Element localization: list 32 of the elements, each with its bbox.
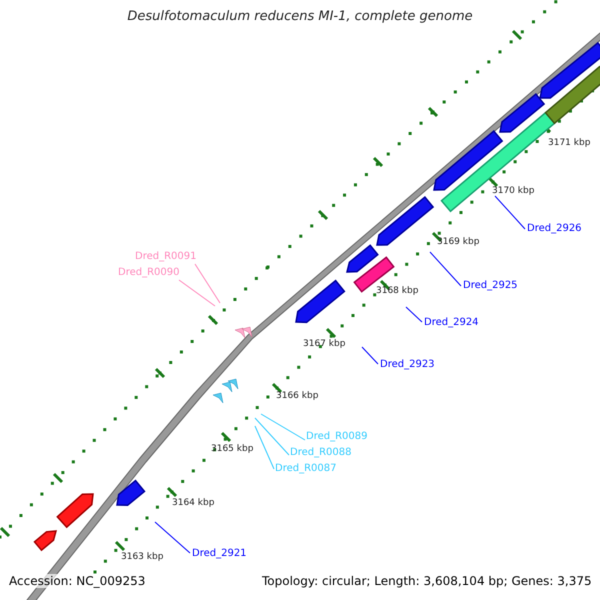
tick-label: 3171 kbp (548, 138, 590, 148)
gene-label: Dred_2926 (527, 223, 582, 234)
leader-line (362, 346, 378, 364)
leader-line (254, 426, 274, 470)
gene-label: Dred_R0089 (306, 431, 368, 442)
tick-label: 3165 kbp (211, 444, 254, 454)
gene-label: Dred_R0088 (290, 447, 352, 458)
tick-label: 3166 kbp (276, 391, 318, 401)
leader-line (430, 252, 462, 286)
gene-label: Dred_2924 (424, 317, 479, 328)
tick-label: 3167 kbp (303, 339, 346, 349)
gene-label: Dred_2921 (192, 548, 247, 559)
tick-label: 3168 kbp (376, 286, 418, 296)
tick-label: 3170 kbp (492, 186, 534, 196)
genome-summary: Topology: circular; Length: 3,608,104 bp; Genes: 3,375 (262, 574, 592, 588)
diagram-title: Desulfotomaculum reducens MI-1, complete genome (126, 9, 474, 24)
accession-text: Accession: NC_009253 (9, 574, 146, 588)
gene-label: Dred_R0090 (118, 267, 180, 278)
tick-label: 3163 kbp (121, 552, 164, 562)
gene-label: Dred_2925 (463, 280, 518, 291)
gene-label: Dred_R0087 (275, 463, 336, 474)
tick-label: 3169 kbp (437, 237, 480, 247)
leader-line (406, 306, 422, 322)
leader-line (254, 418, 290, 456)
leader-line (178, 280, 216, 306)
gene-label: Dred_2923 (380, 359, 435, 370)
tick-label: 3164 kbp (172, 498, 214, 508)
leader-line (260, 414, 306, 440)
gene-label: Dred_R0091 (135, 251, 196, 262)
leader-line (194, 264, 220, 304)
leader-line (154, 522, 190, 554)
leader-line (494, 196, 526, 230)
